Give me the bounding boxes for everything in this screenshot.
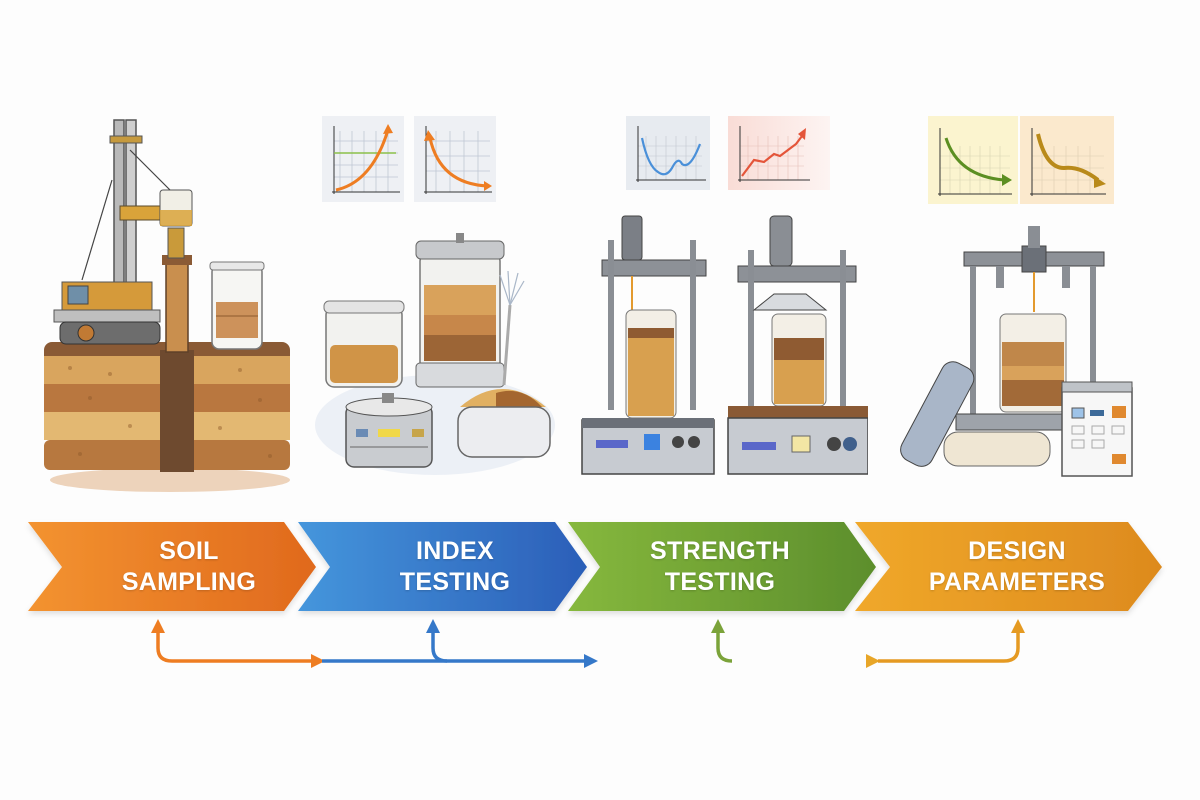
design-parameters-chart-1 bbox=[928, 116, 1018, 204]
arrow-up-soil-sampling bbox=[156, 632, 312, 663]
chevron-index-testing bbox=[298, 522, 587, 611]
soil-sampling-illustration bbox=[20, 110, 310, 500]
arrow-up-strength-testing bbox=[716, 632, 733, 663]
chevron-design-parameters bbox=[855, 522, 1162, 611]
index-testing-chart-1 bbox=[322, 116, 404, 202]
chevron-soil-sampling bbox=[28, 522, 316, 611]
arrow-up-design-parameters bbox=[878, 632, 1020, 663]
arrow-up-index-testing bbox=[431, 632, 448, 663]
index-testing-illustration bbox=[310, 225, 560, 485]
design-parameters-chart-2 bbox=[1020, 116, 1114, 204]
strength-testing-chart-1 bbox=[626, 116, 710, 190]
strength-testing-chart-2 bbox=[728, 116, 830, 190]
chevron-strength-testing bbox=[568, 522, 876, 611]
index-testing-chart-2 bbox=[414, 116, 496, 202]
design-parameters-illustration bbox=[894, 218, 1134, 480]
feedback-loop-connector bbox=[0, 610, 1200, 680]
process-chevron-bar bbox=[0, 510, 1200, 630]
strength-testing-illustration bbox=[578, 210, 868, 480]
